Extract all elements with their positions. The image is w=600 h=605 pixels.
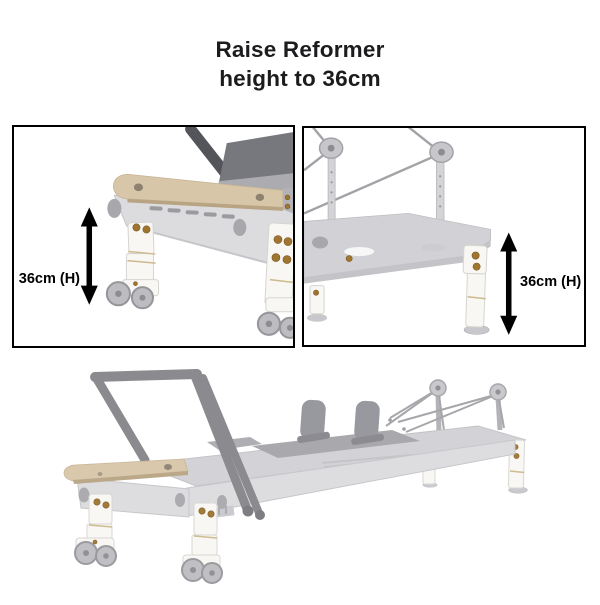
height-arrow: [500, 232, 518, 335]
hinge-plate: [282, 187, 293, 214]
title-line-1: Raise Reformer: [215, 37, 385, 62]
carriage-stop-knob: [233, 218, 247, 236]
pulley-wheels: [318, 137, 454, 163]
title-block: Raise Reformer height to 36cm: [0, 36, 600, 93]
frame-slots: [149, 206, 235, 219]
front-leg-illustration: [80, 127, 293, 339]
rear-extension-leg: [462, 244, 490, 335]
rear-extension-leg: [256, 222, 293, 339]
wood-platform: [112, 173, 284, 211]
detail-panel-rear-leg: 36cm (H): [302, 126, 586, 347]
full-reformer-figure: [0, 350, 600, 600]
front-left-leg: [74, 493, 117, 567]
far-leg: [307, 285, 328, 322]
side-knob: [175, 493, 185, 507]
shoulder-rest: [297, 399, 330, 444]
title-line-2: height to 36cm: [219, 65, 381, 91]
pulley-wheels: [429, 379, 507, 401]
front-right-leg: [181, 502, 223, 584]
height-arrow: [80, 207, 98, 305]
wood-platform: [63, 458, 189, 484]
rear-leg-illustration: [304, 128, 518, 335]
height-label: 36cm (H): [520, 274, 582, 290]
bed-corner: [218, 132, 293, 184]
pulley-risers: [435, 394, 503, 434]
shoulder-rest: [351, 400, 384, 446]
side-knob: [107, 198, 122, 218]
side-knob: [78, 487, 90, 503]
height-label: 36cm (H): [18, 271, 80, 287]
rear-deck: [304, 213, 492, 284]
front-extension-leg: [105, 221, 160, 310]
foot-bar-tube: [185, 127, 234, 182]
detail-panel-front-leg: 36cm (H): [12, 125, 295, 348]
full-reformer-illustration: [63, 369, 528, 584]
foot-bar: [90, 369, 265, 520]
pulley-ropes: [385, 388, 505, 433]
side-knob: [217, 495, 227, 509]
